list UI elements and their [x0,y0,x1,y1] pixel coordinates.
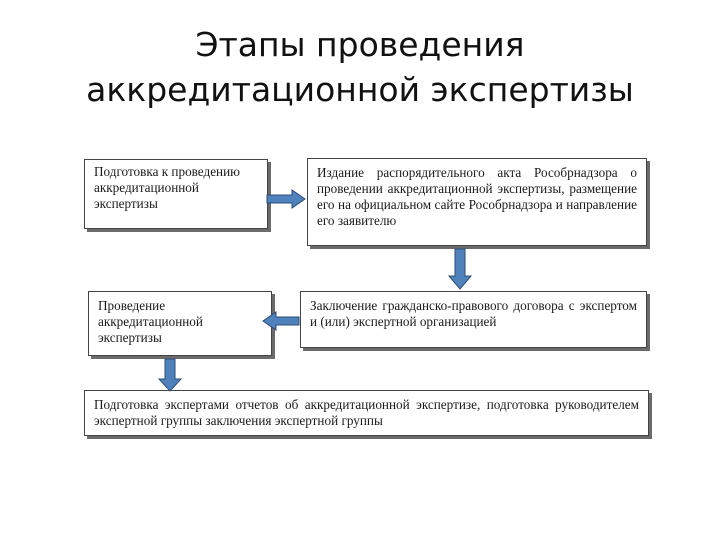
step-box-contract: Заключение гражданско-правового договора… [300,291,647,348]
step-box-reports: Подготовка экспертами отчетов об аккреди… [84,390,649,436]
title-line-2: аккредитационной экспертизы [86,70,634,109]
page-title: Этапы проведения аккредитационной экспер… [0,22,720,112]
step-box-conduct: Проведение аккредитационной экспертизы [88,291,272,356]
arrow-down-icon [448,248,472,290]
step-text-reports: Подготовка экспертами отчетов об аккреди… [94,397,639,428]
step-text-order-issuance: Издание распорядительного акта Рособрнад… [317,165,637,228]
arrow-down-icon [158,358,182,392]
arrow-right-icon [266,189,306,209]
step-text-preparation: Подготовка к проведению аккредитационной… [94,164,241,211]
step-box-order-issuance: Издание распорядительного акта Рособрнад… [307,158,647,246]
arrow-left-icon [262,311,300,331]
step-box-preparation: Подготовка к проведению аккредитационной… [84,159,268,229]
title-line-1: Этапы проведения [195,25,525,64]
step-text-contract: Заключение гражданско-правового договора… [310,298,637,329]
step-text-conduct: Проведение аккредитационной экспертизы [98,298,203,345]
